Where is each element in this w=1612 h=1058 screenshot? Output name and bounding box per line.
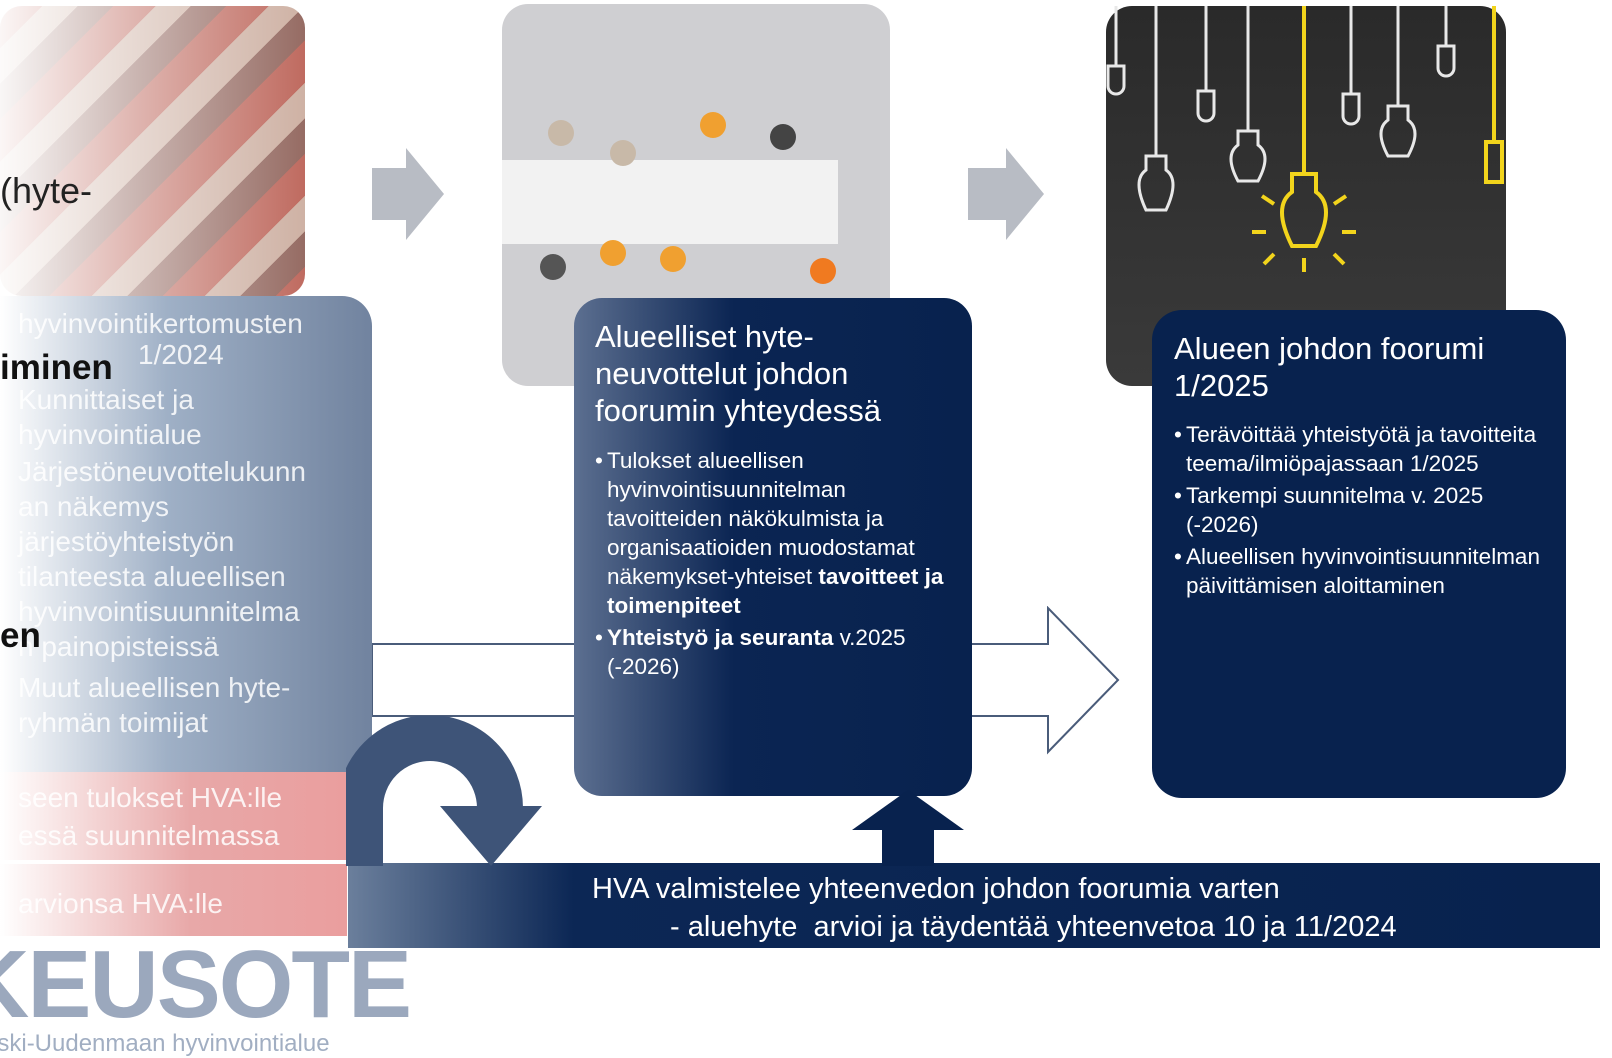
right-step-box xyxy=(1152,310,1566,798)
right-bullet: •Terävöittää yhteistyötä ja tavoitteita … xyxy=(1174,420,1552,478)
keusote-logo: KEUSOTE xyxy=(0,931,412,1038)
left-line: tilanteesta alueellisen xyxy=(18,561,286,592)
summary-banner xyxy=(348,863,1600,948)
left-box-text: hyvinvointikertomusten 1/2024 Kunnittais… xyxy=(18,306,363,740)
lightbulbs-illustration xyxy=(1106,6,1504,272)
up-arrow xyxy=(852,790,964,866)
bullet-text: Tulokset alueellisen hyvinvointisuunnite… xyxy=(607,448,915,589)
person xyxy=(540,254,566,280)
chair xyxy=(600,240,626,266)
pink-band-2 xyxy=(0,864,347,936)
bullet-dot: • xyxy=(1174,422,1182,447)
bullet-text: Terävöittää yhteistyötä ja tavoitteita t… xyxy=(1186,422,1537,476)
bold-fragment-2: en xyxy=(0,616,41,655)
meeting-table xyxy=(502,160,838,244)
town-photo xyxy=(0,6,305,296)
left-line: an näkemys xyxy=(18,491,169,522)
bullet-dot: • xyxy=(595,448,603,473)
left-line: 1/2024 xyxy=(138,339,224,370)
banner-line-1: HVA valmistelee yhteenvedon johdon fooru… xyxy=(592,873,1280,905)
chair xyxy=(700,112,726,138)
right-bullet: •Tarkempi suunnitelma v. 2025 (-2026) xyxy=(1174,481,1552,539)
middle-bullet: • Tulokset alueellisen hyvinvointisuunni… xyxy=(595,446,953,620)
bullet-dot: • xyxy=(595,625,603,650)
right-title: Alueen johdon foorumi 1/2025 xyxy=(1174,331,1485,403)
chevron-arrow-2 xyxy=(968,148,1044,240)
chair xyxy=(660,246,686,272)
left-line: hyvinvointialue xyxy=(18,419,202,450)
pink-band-2-text: arvionsa HVA:lle xyxy=(18,888,223,919)
bold-fragment-1: iminen xyxy=(0,348,113,387)
left-line: järjestöyhteistyön xyxy=(18,526,235,557)
bullet-bold-text: Yhteistyö ja seuranta xyxy=(607,625,834,650)
bullet-dot: • xyxy=(1174,544,1182,569)
keusote-logo-subtitle: Keski-Uudenmaan hyvinvointialue xyxy=(0,1030,330,1057)
chair xyxy=(810,258,836,284)
pink-band-1 xyxy=(0,772,347,860)
middle-bullet: • Yhteistyö ja seuranta v.2025 (-2026) xyxy=(595,623,953,681)
person xyxy=(770,124,796,150)
bullet-text: Alueellisen hyvinvointisuunnitelman päiv… xyxy=(1186,544,1540,598)
right-bullet: •Alueellisen hyvinvointisuunnitelman päi… xyxy=(1174,542,1552,600)
bullet-text: Tarkempi suunnitelma v. 2025 (-2026) xyxy=(1186,483,1484,537)
bullet-text: v.2025 (-2026) xyxy=(607,625,906,679)
middle-step-box xyxy=(574,298,972,796)
left-line: ryhmän toimijat xyxy=(18,707,208,738)
left-line: Kunnittaiset ja xyxy=(18,384,194,415)
bullet-dot: • xyxy=(1174,483,1182,508)
left-line: hyvinvointikertomusten xyxy=(18,308,303,339)
left-line: Järjestöneuvottelukunn xyxy=(18,456,306,487)
pink-line: seen tulokset HVA:lle xyxy=(18,782,283,813)
chair xyxy=(548,120,574,146)
hyte-fragment: (hyte- xyxy=(0,170,93,211)
bullet-bold-text: tavoitteet ja toimenpiteet xyxy=(607,564,944,618)
pink-band-1-text: seen tulokset HVA:lle essä suunnitelmass… xyxy=(18,780,282,853)
chair xyxy=(610,140,636,166)
middle-title: Alueelliset hyte-neuvottelut johdon foor… xyxy=(595,319,882,428)
chevron-arrow-1 xyxy=(372,148,444,240)
right-bullets: •Terävöittää yhteistyötä ja tavoitteita … xyxy=(1174,420,1552,600)
curved-arrow xyxy=(346,716,542,866)
left-line: hyvinvointisuunnitelma xyxy=(18,596,300,627)
left-step-box xyxy=(0,296,372,772)
left-line: Muut alueellisen hyte- xyxy=(18,672,291,703)
middle-bullets: • Tulokset alueellisen hyvinvointisuunni… xyxy=(595,446,953,681)
pink-line: essä suunnitelmassa xyxy=(18,820,280,851)
left-line: n painopisteissä xyxy=(18,631,219,662)
banner-line-2: - aluehyte arvioi ja täydentää yhteenvet… xyxy=(670,911,1397,943)
